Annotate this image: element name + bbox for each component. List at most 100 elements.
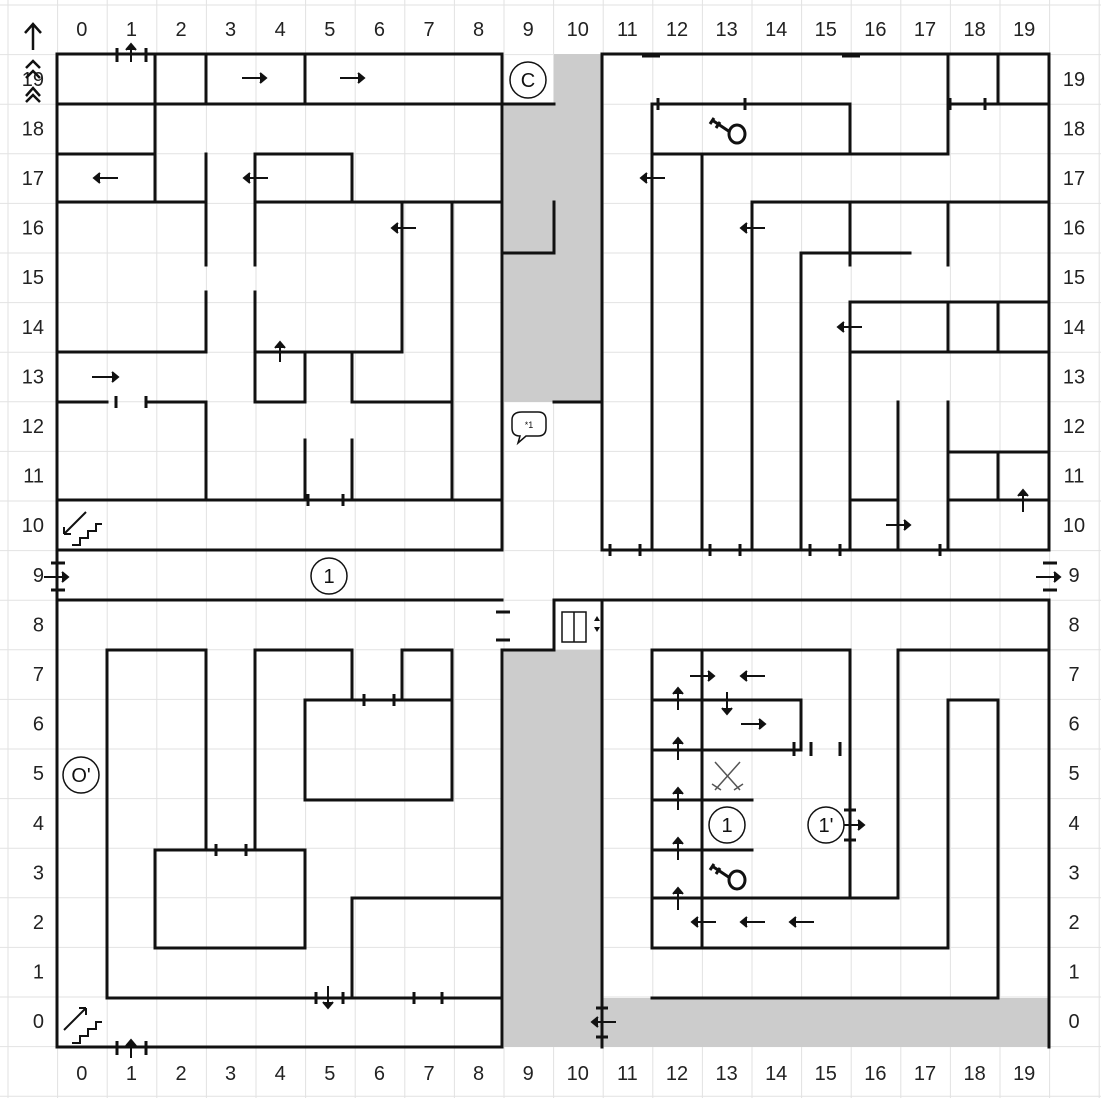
row-label: 12 xyxy=(22,416,44,438)
marker-1-prime[interactable]: 1' xyxy=(807,806,845,844)
chat-bubble-label: *1 xyxy=(525,420,534,430)
one-way-door-icon[interactable] xyxy=(672,786,684,810)
door[interactable] xyxy=(608,544,942,556)
door[interactable] xyxy=(1043,561,1057,592)
one-way-door-icon[interactable] xyxy=(1036,571,1062,583)
one-way-door-icon[interactable] xyxy=(590,1016,616,1028)
door[interactable] xyxy=(114,396,148,408)
one-way-door-icon[interactable] xyxy=(886,519,912,531)
column-label: 7 xyxy=(423,19,434,41)
row-label: 2 xyxy=(33,912,44,934)
elevator-icon[interactable] xyxy=(561,611,600,643)
one-way-door-icon[interactable] xyxy=(340,72,366,84)
row-label: 7 xyxy=(33,664,44,686)
row-label: 0 xyxy=(1068,1011,1079,1033)
row-label: 1 xyxy=(1068,962,1079,984)
column-label: 3 xyxy=(225,1063,236,1085)
one-way-door-icon[interactable] xyxy=(92,371,120,383)
row-label: 11 xyxy=(23,466,44,488)
marker-o-prime[interactable]: O' xyxy=(62,756,100,794)
row-label: 3 xyxy=(1068,862,1079,884)
shaded-area xyxy=(554,54,602,402)
one-way-door-icon[interactable] xyxy=(242,172,268,184)
one-way-door-icon[interactable] xyxy=(125,42,137,62)
column-label: 6 xyxy=(374,1063,385,1085)
stairs-up-icon[interactable] xyxy=(63,1007,102,1044)
one-way-door-icon[interactable] xyxy=(390,222,416,234)
one-way-door-icon[interactable] xyxy=(721,692,733,716)
row-label: 19 xyxy=(22,69,44,91)
column-label: 11 xyxy=(617,1063,638,1085)
row-label: 16 xyxy=(22,218,44,240)
row-label: 1 xyxy=(33,962,44,984)
column-label: 4 xyxy=(275,1063,286,1085)
column-label: 0 xyxy=(76,1063,87,1085)
door[interactable] xyxy=(642,54,987,110)
row-label: 5 xyxy=(33,763,44,785)
door[interactable] xyxy=(314,992,444,1004)
one-way-door-icon[interactable] xyxy=(788,916,814,928)
wall xyxy=(650,648,852,950)
stairs-down-icon[interactable] xyxy=(63,511,102,546)
column-label: 13 xyxy=(715,1063,737,1085)
marker-1-corridor[interactable]: 1 xyxy=(310,557,348,595)
door[interactable] xyxy=(792,742,856,842)
door[interactable] xyxy=(214,694,396,856)
door[interactable] xyxy=(115,48,148,62)
door[interactable] xyxy=(51,561,65,592)
wall xyxy=(750,200,1051,552)
one-way-door-icon[interactable] xyxy=(672,886,684,910)
one-way-door-icon[interactable] xyxy=(690,916,716,928)
column-label: 9 xyxy=(523,1063,534,1085)
one-way-door-icon[interactable] xyxy=(690,670,716,682)
row-label: 7 xyxy=(1068,664,1079,686)
one-way-door-icon[interactable] xyxy=(274,340,286,362)
row-label: 10 xyxy=(22,515,44,537)
one-way-door-icon[interactable] xyxy=(741,718,767,730)
one-way-door-icon[interactable] xyxy=(672,736,684,760)
shaded-area xyxy=(602,998,1050,1047)
one-way-door-icon[interactable] xyxy=(639,172,665,184)
column-label: 11 xyxy=(617,19,638,41)
one-way-door-icon[interactable] xyxy=(739,670,765,682)
marker-1-label: 1 xyxy=(721,815,732,837)
door[interactable] xyxy=(115,1041,148,1055)
one-way-door-icon[interactable] xyxy=(739,222,765,234)
column-label: 17 xyxy=(914,19,936,41)
one-way-door-icon[interactable] xyxy=(1017,488,1029,512)
column-label: 0 xyxy=(76,19,87,41)
one-way-door-icon[interactable] xyxy=(322,986,334,1010)
one-way-door-icon[interactable] xyxy=(672,836,684,860)
column-label: 19 xyxy=(1013,1063,1035,1085)
key-icon[interactable] xyxy=(708,863,747,891)
row-label: 14 xyxy=(1063,317,1085,339)
column-label: 7 xyxy=(423,1063,434,1085)
one-way-door-icon[interactable] xyxy=(672,686,684,710)
row-label: 6 xyxy=(1068,714,1079,736)
north-arrow-icon xyxy=(24,22,42,103)
wall xyxy=(650,648,1000,1000)
door[interactable] xyxy=(496,610,510,642)
door[interactable] xyxy=(306,494,345,506)
wall xyxy=(650,648,1051,900)
one-way-door-icon[interactable] xyxy=(836,321,862,333)
one-way-door-icon[interactable] xyxy=(44,571,70,583)
row-label: 15 xyxy=(22,267,44,289)
column-label: 10 xyxy=(567,1063,589,1085)
one-way-door-icon[interactable] xyxy=(242,72,268,84)
key-icon[interactable] xyxy=(708,117,747,145)
chat-bubble-icon[interactable]: *1 xyxy=(511,411,547,446)
column-label: 14 xyxy=(765,19,787,41)
one-way-door-icon[interactable] xyxy=(92,172,118,184)
one-way-door-icon[interactable] xyxy=(125,1038,137,1058)
wall xyxy=(153,848,307,950)
one-way-door-icon[interactable] xyxy=(739,916,765,928)
shaded-area xyxy=(504,650,602,1047)
wall xyxy=(350,896,504,1000)
marker-1-room[interactable]: 1 xyxy=(708,806,746,844)
marker-1-label: 1 xyxy=(323,566,334,588)
door[interactable] xyxy=(596,1006,608,1039)
marker-c[interactable]: C xyxy=(509,61,547,99)
